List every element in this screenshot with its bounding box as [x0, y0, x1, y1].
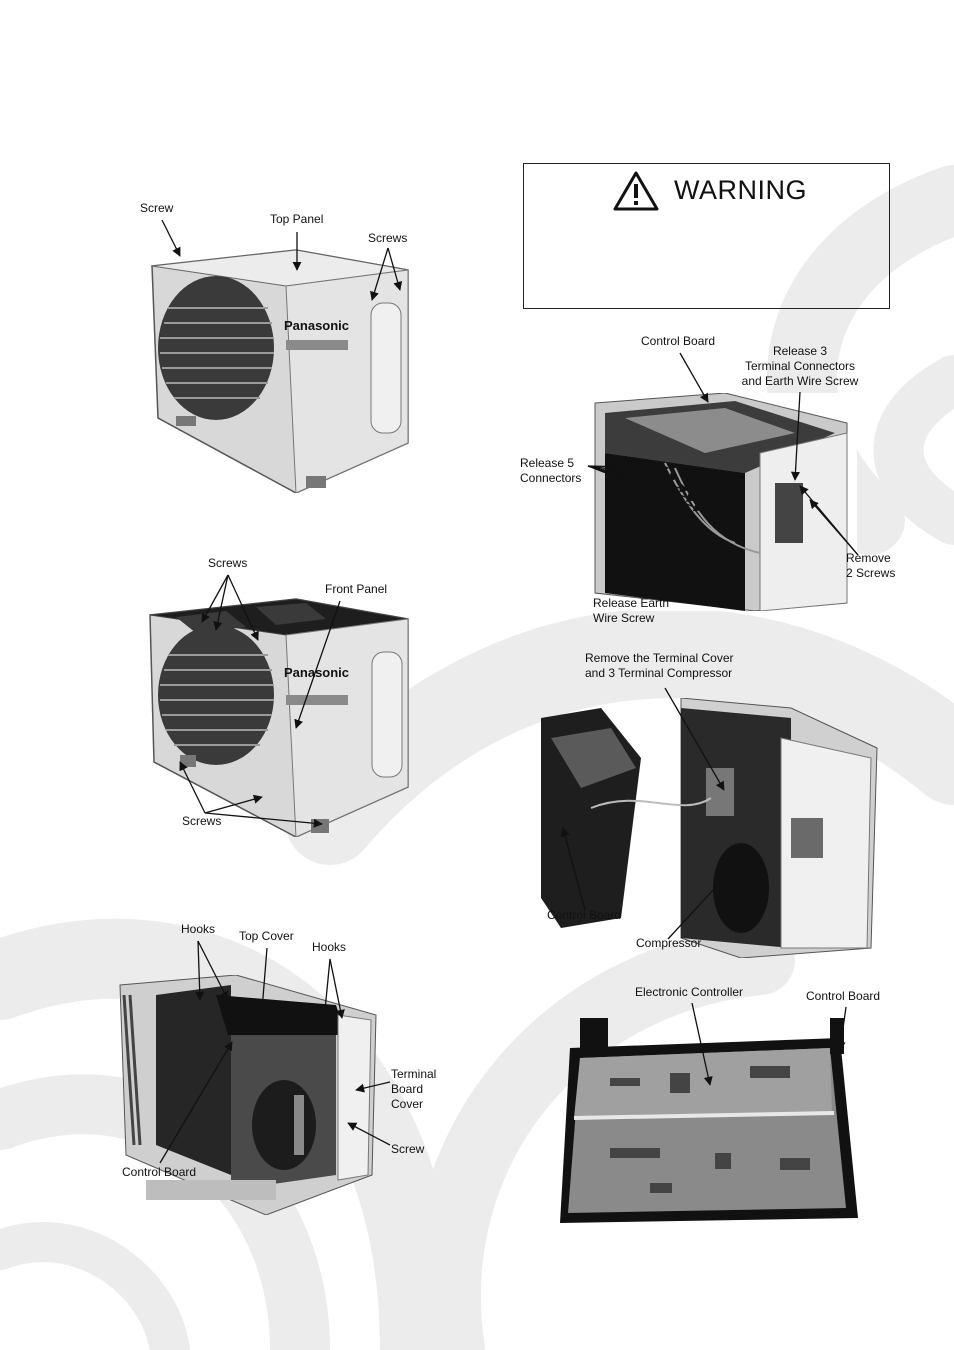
label-control-board: Control Board	[547, 908, 622, 922]
warning-box: WARNING	[523, 163, 890, 309]
label-top-cover: Top Cover	[239, 929, 294, 943]
label-control-board: Control Board	[641, 334, 716, 348]
photo-control-board-connectors	[585, 393, 857, 611]
warning-triangle-icon	[613, 171, 659, 211]
label-hooks-right: Hooks	[312, 940, 347, 954]
electronic-controller-image	[560, 1018, 858, 1223]
label-release-5-connectors: Release 5 Connectors	[520, 456, 582, 485]
label-screws-bottom: Screws	[182, 814, 222, 828]
brand-logo: Panasonic	[284, 318, 349, 333]
label-remove-2-screws: Remove 2 Screws	[846, 551, 896, 580]
label-terminal-board-cover: Terminal Board Cover	[391, 1067, 437, 1111]
label-screws-top: Screws	[208, 556, 248, 570]
label-release-terminal-connectors: Release 3 Terminal Connectors and Earth …	[741, 344, 859, 388]
photo-electronic-controller	[550, 1018, 860, 1228]
label-remove-terminal-cover: Remove the Terminal Cover and 3 Terminal…	[585, 651, 734, 680]
label-compressor: Compressor	[636, 936, 702, 950]
control-board-connectors-image	[585, 393, 857, 611]
label-screws: Screws	[368, 231, 408, 245]
label-electronic-controller: Electronic Controller	[635, 985, 744, 999]
label-screw: Screw	[140, 201, 174, 215]
label-front-panel: Front Panel	[325, 582, 388, 596]
warning-title: WARNING	[674, 175, 807, 205]
label-control-board: Control Board	[122, 1165, 197, 1179]
label-screw: Screw	[391, 1142, 425, 1156]
label-hooks-left: Hooks	[181, 922, 216, 936]
label-release-earth-wire-screw: Release Earth Wire Screw	[593, 596, 670, 625]
outdoor-unit-image: Panasonic	[151, 249, 409, 493]
brand-logo: Panasonic	[284, 665, 349, 680]
photo-top-panel-removal: Panasonic	[146, 248, 416, 493]
photo-front-panel-removal: Panasonic	[146, 597, 414, 837]
label-top-panel: Top Panel	[270, 212, 324, 226]
outdoor-unit-image: Panasonic	[149, 598, 409, 837]
label-control-board: Control Board	[806, 989, 881, 1003]
